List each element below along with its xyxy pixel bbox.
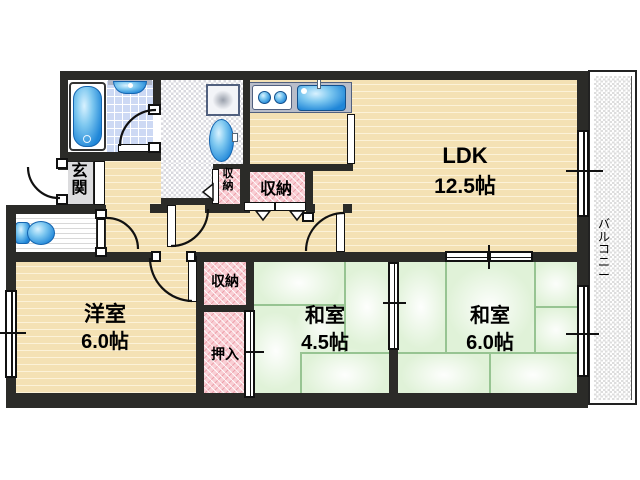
bathtub-drain <box>83 135 91 143</box>
ldk-door-arc <box>304 211 345 252</box>
label-small-storage: 収納 <box>222 168 234 192</box>
tatami-line <box>445 262 447 353</box>
room-size-japanese45: 4.5帖 <box>301 332 349 354</box>
japanese-room-6-floor <box>398 262 577 398</box>
tatami-line <box>489 352 491 398</box>
wall <box>204 305 254 312</box>
washroom-door-arc <box>170 208 210 248</box>
room-label-ldk: LDK <box>442 143 488 168</box>
wall <box>161 198 213 205</box>
wall <box>196 252 445 262</box>
balcony-window-japanese6 <box>577 285 589 377</box>
wash-basin <box>209 119 234 162</box>
balcony-deck <box>594 76 632 400</box>
balcony-door-ldk <box>577 130 589 217</box>
label-hall-storage: 収納 <box>259 181 292 198</box>
wall <box>60 152 161 161</box>
window-rail <box>583 132 585 215</box>
door-jamb <box>148 142 161 153</box>
tatami-line <box>398 352 577 354</box>
wall <box>60 71 588 80</box>
room-size-japanese6: 6.0帖 <box>466 332 514 354</box>
window-rail <box>583 287 585 375</box>
wall <box>196 262 204 398</box>
wall <box>533 252 588 262</box>
tatami-line <box>253 304 345 306</box>
bifold-indicator <box>288 210 306 222</box>
room-size-ldk: 12.5帖 <box>434 175 496 198</box>
toilet-bowl <box>27 221 55 245</box>
stove-burner <box>274 91 287 104</box>
door-jamb <box>186 251 196 262</box>
japanese-room-45-floor <box>253 262 390 398</box>
wall <box>243 80 250 171</box>
entrance-doorway <box>58 170 68 194</box>
wall <box>150 204 167 213</box>
wall <box>60 71 68 161</box>
sliding-door-futon-closet <box>244 310 255 398</box>
wall <box>6 393 588 408</box>
room-label-japanese6: 和室 <box>470 305 510 327</box>
door-rail <box>491 256 531 258</box>
wash-basin-tap <box>232 133 238 142</box>
wall <box>306 164 313 213</box>
wall <box>240 164 250 213</box>
washing-machine-pan <box>206 84 240 116</box>
closet-door-indicator <box>201 182 214 202</box>
label-futon-closet: 押入 <box>211 346 239 362</box>
room-label-japanese45: 和室 <box>305 305 345 327</box>
label-balcony: バルコニー <box>597 217 610 282</box>
door-jamb <box>95 209 107 219</box>
kitchen-faucet <box>301 88 307 94</box>
label-entrance: 玄関 <box>71 163 88 197</box>
wall <box>213 164 250 169</box>
wall <box>243 164 353 171</box>
wall <box>6 205 106 214</box>
tatami-line <box>300 352 302 398</box>
wall <box>6 252 158 262</box>
door-rail <box>249 312 251 396</box>
room-size-western: 6.0帖 <box>81 331 129 353</box>
sliding-door-japanese45-6 <box>388 262 399 350</box>
kitchen-end-panel <box>347 114 355 164</box>
door-rail <box>447 256 487 258</box>
doorway-gap <box>153 113 161 143</box>
label-lower-storage: 収納 <box>211 273 239 289</box>
tatami-line <box>344 262 346 353</box>
wall <box>577 71 588 403</box>
tatami-line <box>300 352 390 354</box>
toilet-door-arc <box>106 216 140 250</box>
wall <box>246 262 254 305</box>
tatami-line <box>534 306 577 308</box>
entrance-door-arc <box>26 166 61 200</box>
wall <box>343 204 352 213</box>
door-jamb <box>56 194 68 205</box>
bathroom-door-arc <box>118 108 157 147</box>
wall <box>306 204 315 213</box>
bath-sink-faucet <box>128 83 133 88</box>
room-label-western: 洋室 <box>84 303 126 326</box>
tatami-line <box>534 262 536 353</box>
door-rail <box>393 264 395 348</box>
balcony <box>588 70 637 405</box>
door-jamb <box>151 251 161 262</box>
bifold-indicator <box>254 210 272 222</box>
western-room-floor <box>6 253 204 403</box>
door-jamb <box>95 247 107 257</box>
door-jamb <box>302 212 314 222</box>
stove-burner <box>258 91 271 104</box>
western-room-door-arc <box>148 257 193 303</box>
entrance-step <box>94 161 105 205</box>
wall <box>205 204 246 213</box>
wall <box>389 350 398 398</box>
door-jamb <box>56 158 68 169</box>
